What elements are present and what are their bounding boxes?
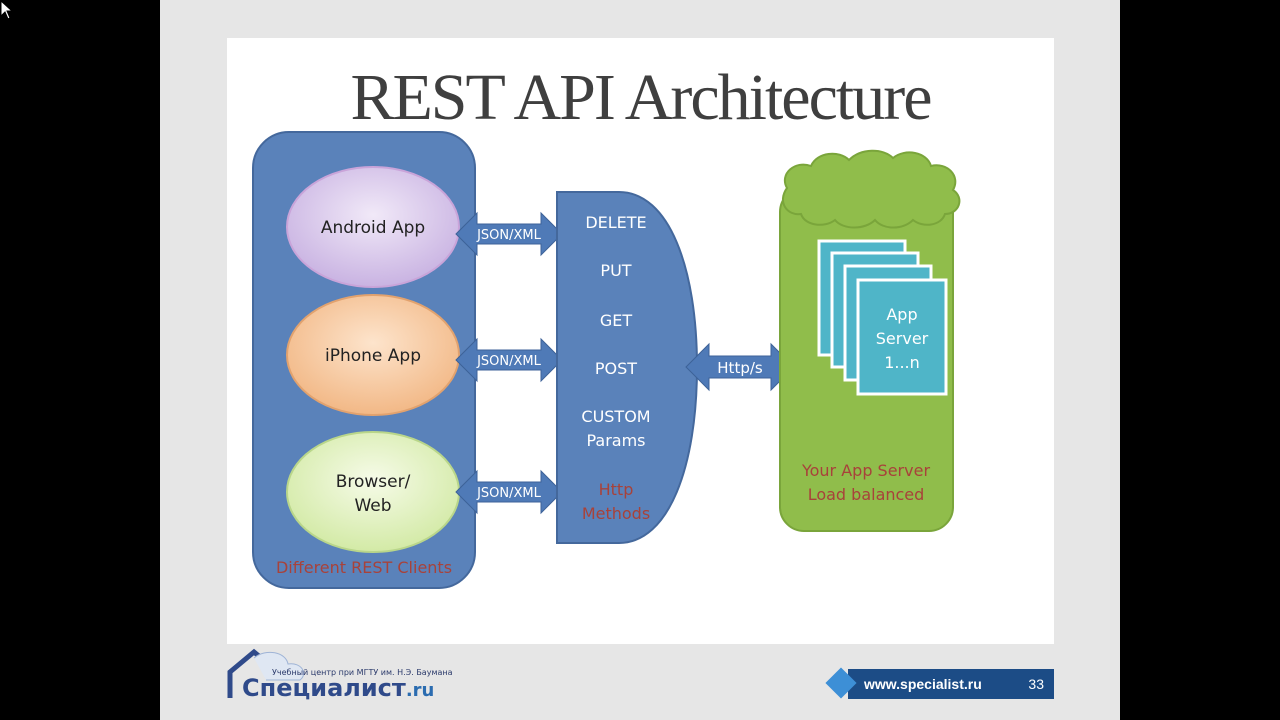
https-arrow-label: Http/s [717,359,763,377]
method-get: GET [600,311,633,330]
clients-group-label: Different REST Clients [276,558,452,577]
method-custom: CUSTOM [581,407,650,426]
method-delete: DELETE [585,213,646,232]
method-post: POST [595,359,637,378]
android-app-label: Android App [321,218,425,238]
server-label-line1: Your App Server [801,461,930,480]
method-params: Params [586,431,645,450]
footer-url-bar: www.specialist.ru 33 [825,667,1054,699]
server-card-front [856,278,948,396]
iphone-arrow-label: JSON/XML [476,354,542,369]
logo-wordmark: Специалист.ru [242,674,434,702]
slide-title: REST API Architecture [350,61,932,134]
slide-canvas: REST API Architecture Android A [227,38,1054,644]
methods-group-label-line2: Methods [582,504,650,523]
logo-name: Специалист [242,674,406,702]
mouse-cursor-icon [0,0,14,20]
server-card-line2: Server [876,329,929,348]
server-card-line3: 1...n [884,353,920,372]
browser-label-line2: Web [354,496,391,516]
slide: REST API Architecture Android A [160,0,1120,720]
server-card-line1: App [886,305,917,324]
iphone-app-oval [286,294,460,416]
iphone-app-label: iPhone App [325,346,421,366]
specialist-logo-icon [227,648,304,698]
footer-bar-background [848,669,1054,699]
footer-url-link[interactable]: www.specialist.ru [864,676,982,692]
logo-caption: Учебный центр при МГТУ им. Н.Э. Баумана [272,668,453,677]
methods-group-label-line1: Http [599,480,634,499]
page-number: 33 [1028,676,1044,692]
browser-arrow-label: JSON/XML [476,486,542,501]
android-arrow-label: JSON/XML [476,228,542,243]
browser-web-oval [286,431,460,553]
server-label-line2: Load balanced [808,485,925,504]
cloud-icon [782,149,961,229]
architecture-diagram: Android App iPhone App Browser/ Web Diff… [252,131,961,589]
logo-suffix: .ru [405,680,435,701]
method-put: PUT [600,261,631,280]
browser-label-line1: Browser/ [336,472,411,492]
android-app-oval [286,166,460,288]
